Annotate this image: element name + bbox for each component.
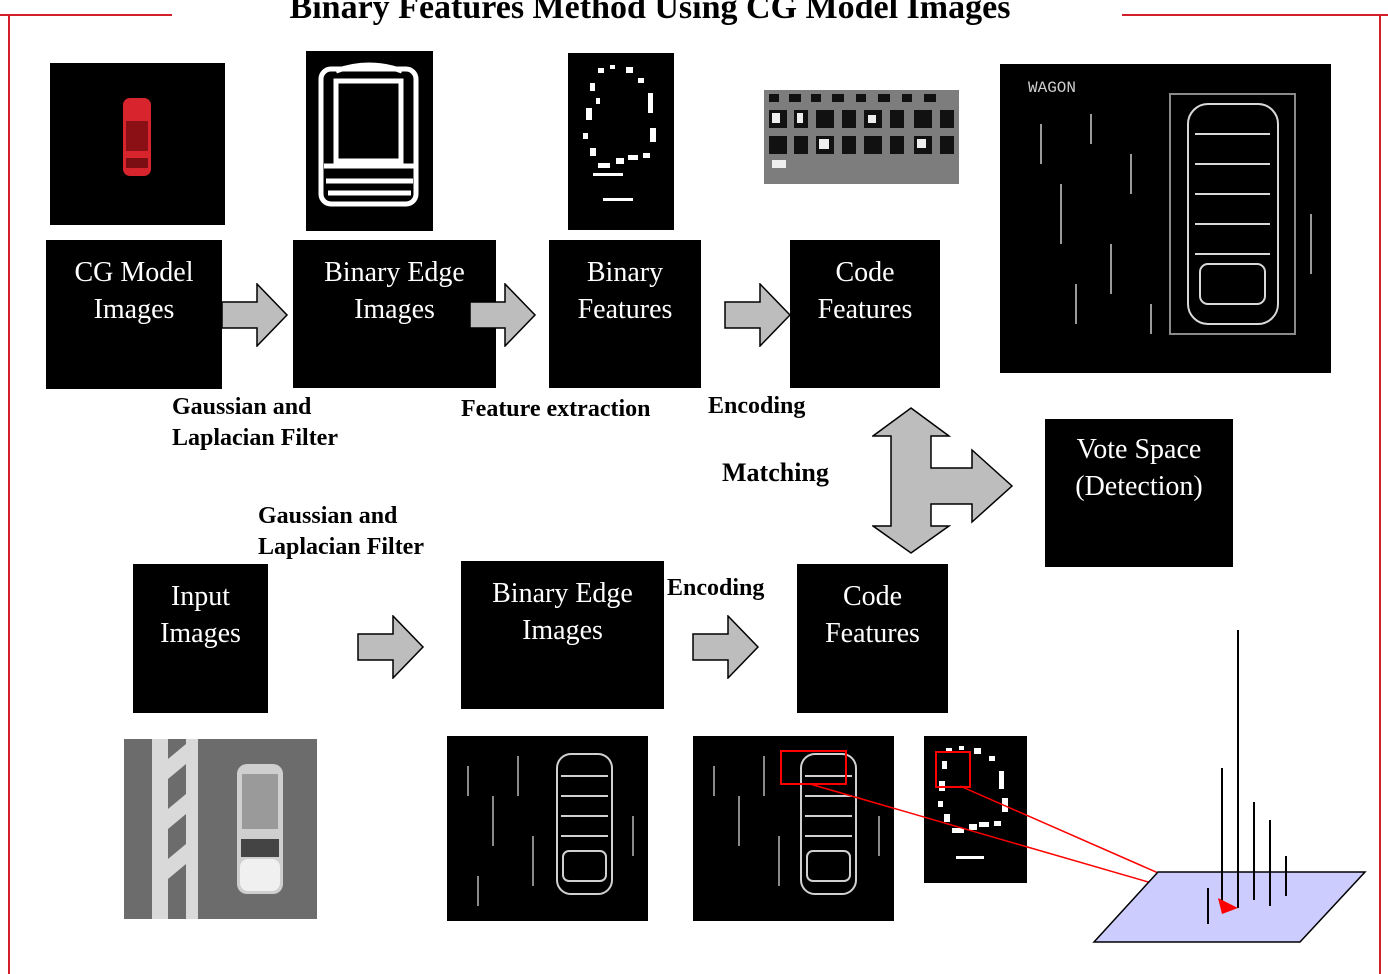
- binary-edge-thumbnail-top: [306, 51, 433, 231]
- binary-features-thumbnail-bottom: [924, 736, 1027, 883]
- encoding-label-bottom: Encoding: [667, 575, 765, 601]
- wagon-label: WAGON: [1028, 79, 1076, 97]
- encoding-label-top: Encoding: [708, 393, 806, 419]
- vote-space-box: Vote Space(Detection): [1045, 419, 1233, 567]
- frame-top-right: [1122, 14, 1388, 16]
- right-arrow-icon: [724, 283, 792, 347]
- detection-result-thumbnail: WAGON: [1000, 64, 1331, 373]
- cg-model-thumbnail: [50, 63, 225, 225]
- frame-top-left: [0, 14, 172, 16]
- binary-edge-thumbnail-bottom: [447, 736, 648, 921]
- code-features-thumbnail-bottom: [693, 736, 894, 921]
- code-features-thumbnail: [764, 90, 959, 184]
- frame-right: [1379, 14, 1381, 974]
- binary-features-thumbnail: [568, 53, 674, 230]
- vote-spikes: [1207, 630, 1287, 924]
- vote-peak-arrowhead: [1218, 898, 1238, 914]
- frame-left: [8, 14, 10, 974]
- matching-label: Matching: [722, 458, 829, 487]
- right-arrow-icon: [221, 283, 289, 347]
- right-arrow-icon: [469, 283, 537, 347]
- input-image-thumbnail: [124, 739, 317, 919]
- right-arrow-icon: [357, 615, 425, 679]
- right-arrow-icon: [692, 615, 760, 679]
- matching-arrow-icon: [872, 407, 1014, 554]
- feature-extraction-label: Feature extraction: [461, 396, 651, 422]
- page-title: Binary Features Method Using CG Model Im…: [289, 0, 1011, 26]
